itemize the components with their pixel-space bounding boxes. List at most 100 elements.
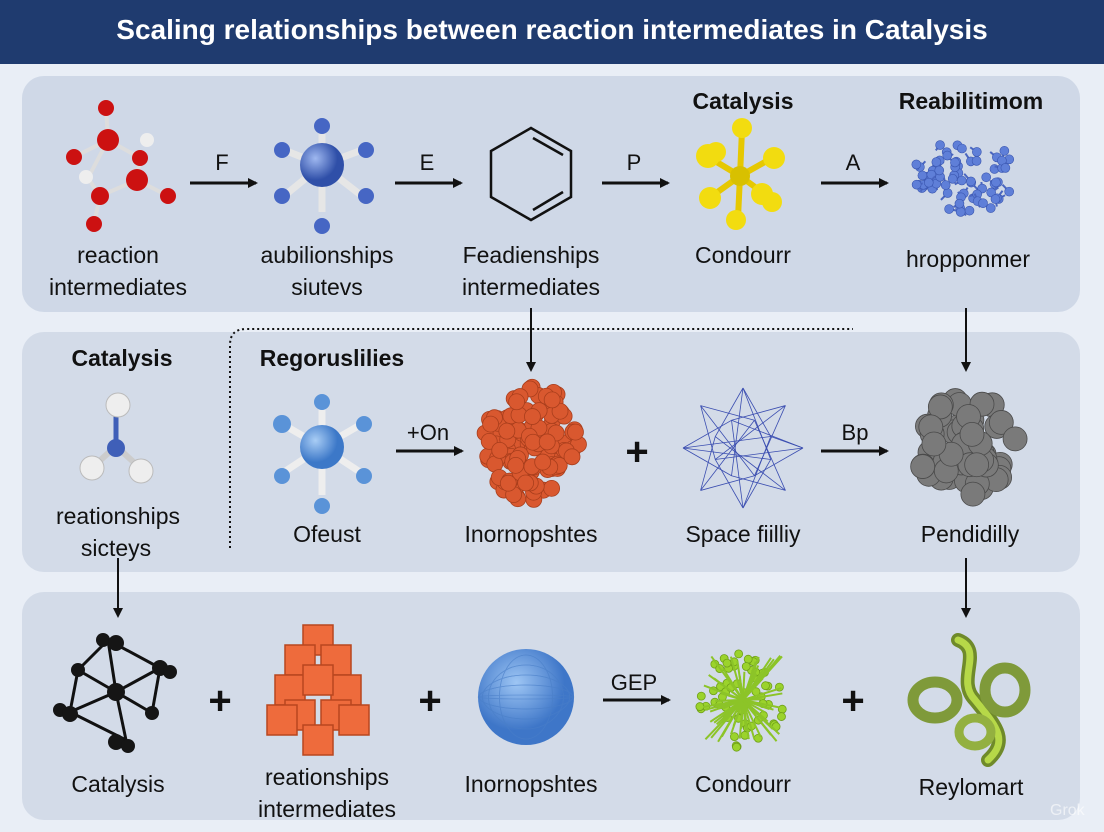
mesh-line (731, 387, 744, 476)
arrow-A: A (821, 150, 889, 188)
texture-line (488, 664, 564, 730)
atom (947, 174, 958, 184)
mesh-line (754, 447, 804, 477)
label-reaction-intermediates-1: reaction (77, 242, 159, 268)
red-ring-molecule-icon (66, 100, 176, 232)
atom (917, 170, 928, 181)
mesh-line (731, 405, 786, 421)
atom (499, 474, 517, 492)
dotted-group-border (229, 328, 853, 548)
cube (266, 704, 298, 736)
mesh-line (700, 405, 755, 421)
blue-octahedral-molecule-icon (274, 118, 374, 234)
atom (950, 157, 960, 168)
arrow-label: Bp (842, 420, 869, 445)
bond (710, 655, 744, 701)
atom (743, 654, 753, 664)
bond (714, 699, 744, 709)
cube (338, 704, 370, 736)
label-feadienships-2: intermediates (462, 274, 600, 300)
atom (777, 704, 787, 714)
orange-cluster-icon (476, 378, 587, 508)
row2-left-header: Catalysis (71, 345, 172, 371)
atom (508, 393, 526, 411)
bond (720, 699, 744, 738)
arrow-label: E (420, 150, 435, 175)
bond (742, 699, 762, 738)
texture-line (478, 684, 574, 710)
mesh-line (700, 475, 755, 491)
arrow-Bp: Bp (821, 420, 889, 456)
label-condourr: Condourr (695, 242, 791, 268)
atom (911, 179, 922, 190)
bond (730, 699, 744, 735)
atom (978, 198, 988, 208)
atom (934, 165, 945, 176)
mesh-line (700, 420, 755, 491)
atom (1004, 186, 1014, 197)
atom (971, 156, 982, 166)
plus-operator: + (208, 679, 231, 723)
atom (960, 481, 986, 507)
texture-line (481, 674, 571, 720)
arrow-GEP: GEP (603, 670, 671, 705)
cube (302, 724, 334, 756)
atom (964, 452, 990, 478)
mesh-line (714, 387, 744, 437)
atom (517, 474, 535, 492)
mesh-line (700, 405, 716, 460)
atom (524, 408, 541, 425)
arrow-plus-on: +On (396, 420, 464, 456)
label-space-fiilliy: Space fiilliy (685, 521, 801, 547)
yellow-molecule-icon (696, 118, 785, 230)
bond (708, 674, 744, 701)
atom (944, 204, 954, 214)
bond (715, 699, 744, 702)
label-inornopshtes: Inornopshtes (465, 521, 598, 547)
label-ofeust: Ofeust (293, 521, 361, 547)
green-coil-icon (907, 633, 1031, 767)
atom (1000, 163, 1011, 173)
atom (741, 662, 751, 671)
label-hropponmer: hropponmer (906, 246, 1030, 272)
atom (954, 198, 965, 209)
atom (959, 421, 985, 447)
mesh-line (742, 459, 772, 509)
atom (981, 172, 991, 183)
atom (734, 649, 744, 659)
bond (742, 699, 780, 709)
row1-header-catalysis: Catalysis (692, 88, 793, 114)
arrow-E: E (395, 150, 463, 188)
mesh-line (682, 447, 732, 477)
plus-operator: + (418, 679, 441, 723)
atom (966, 176, 976, 187)
atom (567, 423, 584, 441)
atom (722, 658, 732, 668)
mesh-line (700, 436, 716, 491)
atom (985, 203, 996, 213)
mesh-line (770, 436, 804, 449)
row2-group-header: Regoruslilies (260, 345, 404, 371)
bond (742, 692, 783, 701)
atom (491, 442, 509, 459)
mesh-line (754, 420, 786, 491)
atom (482, 415, 499, 433)
cube (284, 644, 316, 676)
atom (543, 391, 561, 409)
atom (935, 140, 945, 150)
mesh-line (715, 436, 786, 491)
atom (955, 207, 966, 217)
bond (729, 656, 744, 701)
atom (957, 175, 967, 186)
label-inornopshtes: Inornopshtes (465, 771, 598, 797)
texture-line (499, 654, 553, 740)
atom (988, 410, 1014, 435)
hexagon-ring-icon (489, 126, 573, 222)
row1-header-reabilitimom: Reabilitimom (899, 88, 1043, 114)
atom (910, 454, 936, 479)
atom (964, 205, 975, 216)
atom (524, 433, 542, 451)
arrow-P: P (602, 150, 670, 188)
bond (703, 684, 744, 701)
